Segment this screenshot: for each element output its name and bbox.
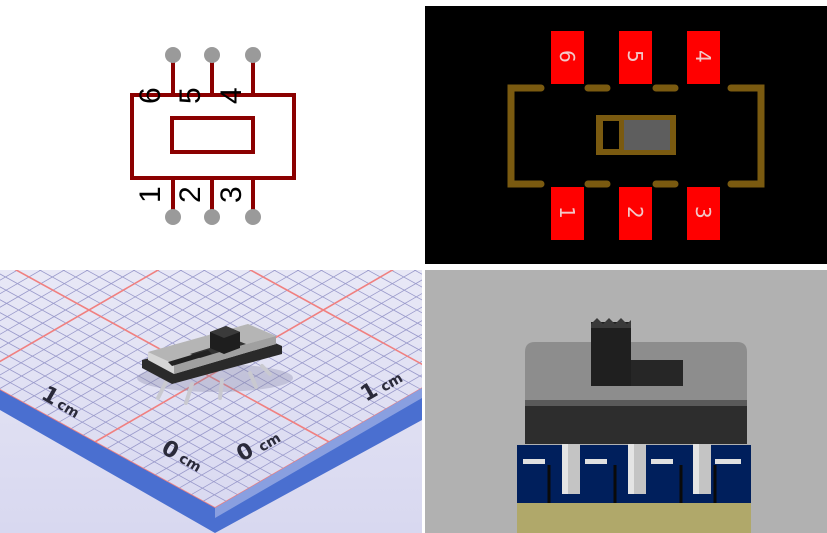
pad-label-5: 5 — [623, 50, 647, 63]
ruler-grid-minor — [0, 270, 422, 502]
model-pins — [562, 442, 711, 494]
pin-label-bottom-1: 1 — [134, 186, 167, 203]
pad-top-4 — [687, 31, 720, 84]
footprint-panel: 6 5 4 1 2 3 — [425, 6, 827, 264]
pad-label-4: 4 — [691, 50, 715, 63]
switch-photo — [137, 324, 293, 405]
pad-label-6: 6 — [555, 50, 579, 63]
schematic-body — [130, 93, 296, 180]
schematic-panel: 6 5 4 1 2 3 — [0, 0, 422, 266]
model-actuator — [591, 318, 683, 386]
footprint-slider-gap — [603, 121, 619, 149]
photo-svg: 1 cm 0 cm 0 cm 1 cm — [0, 270, 422, 533]
pin-label-top-1: 6 — [134, 87, 167, 104]
footprint-svg: 6 5 4 1 2 3 — [507, 31, 765, 240]
schematic-top-pins — [165, 47, 261, 95]
model-svg — [517, 318, 751, 533]
pin-label-bottom-2: 2 — [174, 186, 207, 203]
pad-label-1: 1 — [555, 206, 579, 219]
pin-label-bottom-3: 3 — [215, 186, 248, 203]
model-housing-front — [525, 404, 747, 444]
pin-label-top-2: 5 — [174, 87, 207, 104]
model-feet — [517, 502, 751, 533]
pad-label-3: 3 — [691, 206, 715, 219]
pin-dot — [204, 47, 220, 63]
schematic-bottom-pins — [165, 178, 261, 225]
product-photo-panel: 1 cm 0 cm 0 cm 1 cm — [0, 270, 422, 533]
pin-dot — [204, 209, 220, 225]
pin-dot — [245, 47, 261, 63]
pin-label-top-3: 4 — [215, 87, 248, 104]
pad-top-5 — [619, 31, 652, 84]
footprint-slider-knob — [624, 120, 670, 150]
pin-dot — [245, 209, 261, 225]
schematic-slider — [170, 116, 255, 154]
silkscreen-outline — [507, 84, 765, 188]
pad-bottom-2 — [619, 187, 652, 240]
pin-dot — [165, 47, 181, 63]
schematic-svg: 6 5 4 1 2 3 — [130, 47, 296, 225]
ruler-edge — [0, 388, 422, 533]
pad-bottom-1 — [551, 187, 584, 240]
pad-top-6 — [551, 31, 584, 84]
3d-model-panel — [425, 270, 827, 533]
pin-dot — [165, 209, 181, 225]
pad-label-2: 2 — [623, 206, 647, 219]
pad-bottom-3 — [687, 187, 720, 240]
